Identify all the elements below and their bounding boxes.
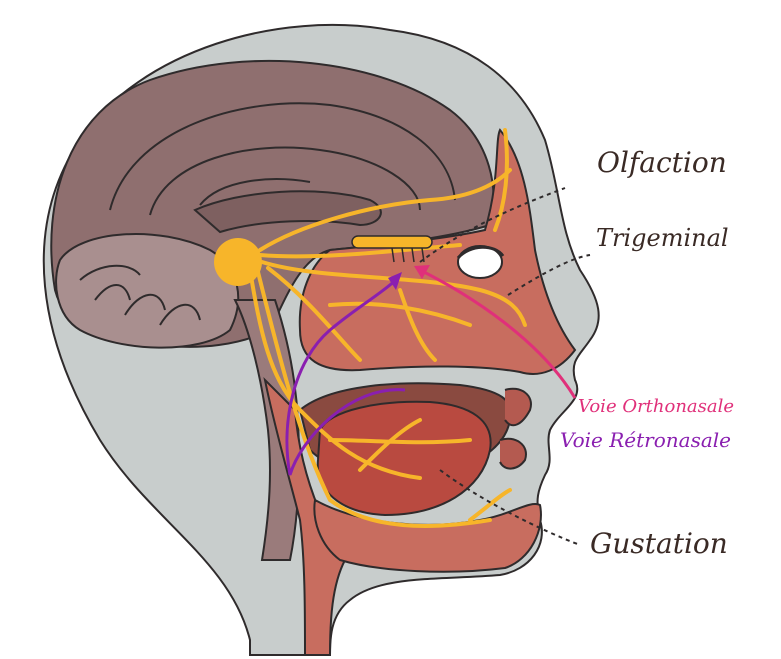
- trigeminal-label: Trigeminal: [596, 224, 729, 252]
- ganglion: [214, 238, 262, 286]
- retronasal-label: Voie Rétronasale: [560, 428, 731, 452]
- gustation-label: Gustation: [590, 527, 728, 560]
- cerebellum: [56, 234, 238, 348]
- orthonasal-label: Voie Orthonasale: [578, 396, 734, 417]
- olfaction-label: Olfaction: [597, 146, 727, 179]
- olfactory-bulb: [352, 236, 432, 248]
